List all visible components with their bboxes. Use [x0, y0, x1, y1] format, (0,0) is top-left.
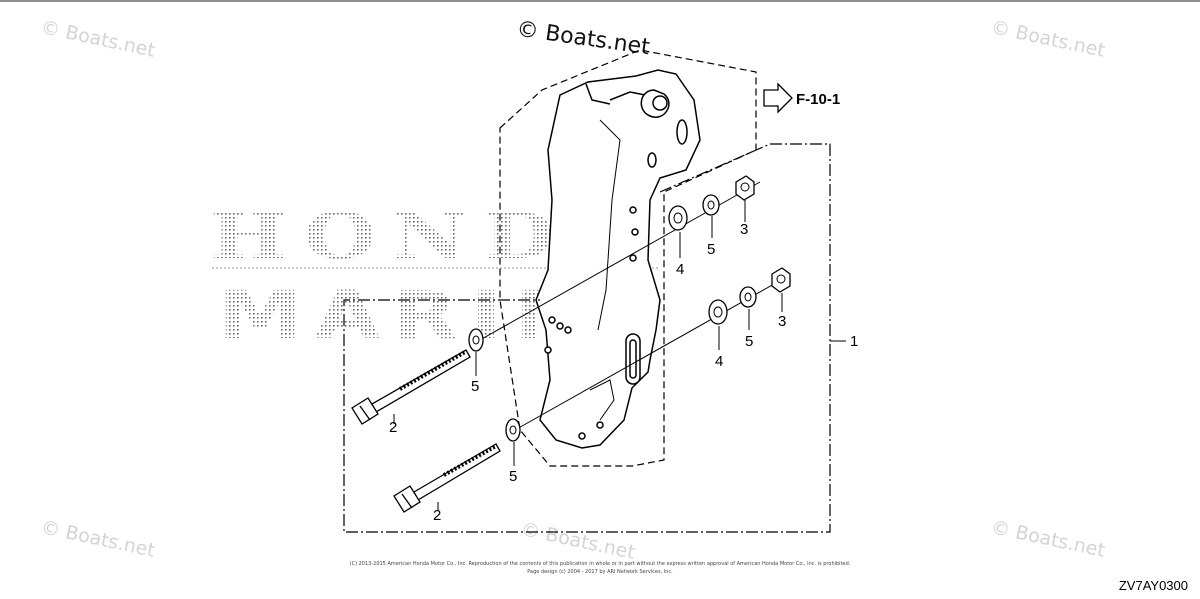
diagram-code: ZV7AY0300	[1118, 578, 1188, 593]
reference-link-label[interactable]: F-10-1	[796, 91, 840, 108]
callout-2-upper: 2	[389, 419, 397, 436]
callout-5-left-upper: 5	[471, 378, 479, 395]
callout-4-lower: 4	[715, 353, 723, 370]
mounting-bracket	[535, 69, 701, 449]
copyright-line-2: Page design (c) 2004 - 2017 by ARI Netwo…	[527, 569, 673, 575]
callout-5-right-lower: 5	[745, 333, 753, 350]
callout-5-left-lower: 5	[509, 468, 517, 485]
callout-3-lower: 3	[778, 313, 786, 330]
group-box	[343, 143, 831, 533]
callout-1: 1	[850, 333, 858, 350]
copyright-line-1: (C) 2013-2015 American Honda Motor Co., …	[349, 561, 851, 567]
callout-5-right-upper: 5	[707, 241, 715, 258]
callout-4-upper: 4	[676, 261, 684, 278]
bolt-lower	[393, 443, 501, 513]
callout-2-lower: 2	[433, 507, 441, 524]
leader-lines	[393, 200, 846, 510]
bolt-upper	[351, 349, 471, 425]
housing-outline	[499, 49, 757, 467]
reference-arrow-icon[interactable]	[763, 82, 793, 114]
callout-3-upper: 3	[740, 221, 748, 238]
